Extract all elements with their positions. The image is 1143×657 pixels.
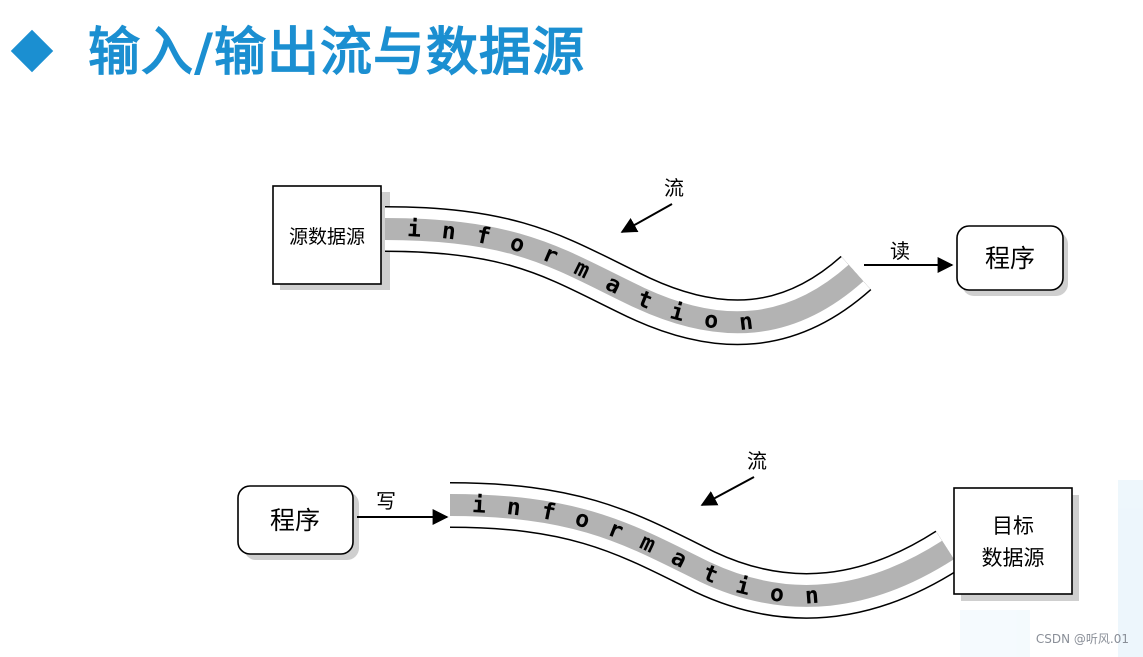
- source-data-box: 源数据源: [272, 185, 390, 290]
- target-data-box: 目标 数据源: [953, 487, 1079, 601]
- write-diagram: 程序 写 information 流 目标 数据源: [237, 449, 1079, 610]
- target-data-label-line2: 数据源: [982, 546, 1045, 570]
- read-program-box: 程序: [956, 225, 1068, 296]
- target-data-label-line1: 目标: [992, 514, 1034, 538]
- read-stream-text: information: [407, 216, 755, 336]
- svg-text:information: information: [471, 492, 840, 610]
- write-stream-text: information: [471, 492, 819, 610]
- slide-title: 输入/输出流与数据源: [88, 23, 585, 83]
- read-stream-pointer-arrow-icon: [620, 203, 673, 233]
- write-program-box: 程序: [237, 485, 359, 560]
- write-program-label: 程序: [270, 506, 320, 535]
- source-data-label: 源数据源: [289, 226, 365, 248]
- read-diagram: 源数据源 information 流 读 程序: [272, 176, 1068, 336]
- write-stream-pointer-arrow-icon: [700, 476, 755, 506]
- background-decoration: [960, 480, 1143, 657]
- svg-text:information: information: [407, 216, 776, 336]
- read-stream-label: 流: [664, 176, 684, 200]
- slide-header: 输入/输出流与数据源: [0, 0, 1143, 110]
- watermark: CSDN @听风.01: [1035, 632, 1129, 646]
- write-action-label: 写: [376, 489, 396, 513]
- write-stream-label: 流: [747, 449, 767, 473]
- read-action-label: 读: [890, 239, 910, 263]
- read-program-label: 程序: [985, 244, 1035, 273]
- read-stream: information: [385, 216, 856, 336]
- write-stream: information: [450, 492, 948, 610]
